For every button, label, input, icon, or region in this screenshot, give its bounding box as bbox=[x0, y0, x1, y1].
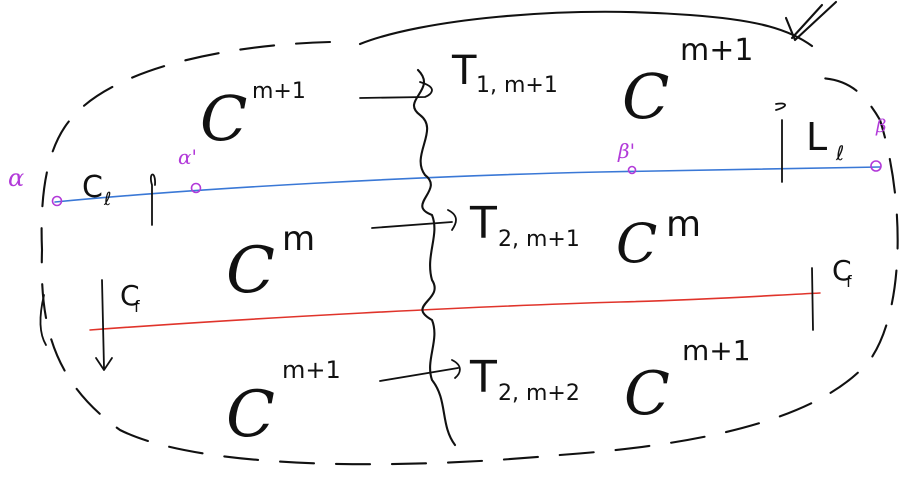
beta-dot bbox=[870, 160, 882, 172]
region-bot-right: C m+1 bbox=[624, 334, 751, 429]
ll-label: L ℓ bbox=[806, 115, 844, 165]
beta-prime-label: β' bbox=[617, 139, 635, 163]
svg-text:C: C bbox=[120, 279, 140, 312]
cf-right-tick bbox=[811, 267, 814, 331]
map-t2-mid: T 2, m+1 bbox=[469, 198, 580, 252]
boundary-top-arc bbox=[358, 10, 814, 48]
alpha-prime-dot bbox=[190, 182, 202, 194]
pointer-icon bbox=[784, 0, 838, 42]
wavy-separator bbox=[412, 68, 457, 447]
dashed-boundary bbox=[40, 40, 899, 466]
svg-text:m: m bbox=[282, 219, 315, 259]
cf-down-arrow bbox=[95, 279, 113, 371]
svg-text:m+1: m+1 bbox=[252, 79, 306, 104]
cf-left-label: C f bbox=[120, 279, 140, 316]
cf-right-label: C f bbox=[832, 254, 852, 291]
svg-text:2, m+1: 2, m+1 bbox=[498, 227, 580, 252]
arrow-top bbox=[359, 81, 433, 99]
svg-text:C: C bbox=[200, 82, 247, 155]
svg-text:T: T bbox=[469, 352, 497, 403]
boundary-dash-left bbox=[39, 294, 47, 346]
svg-text:C: C bbox=[226, 234, 275, 308]
svg-text:m+1: m+1 bbox=[680, 33, 753, 68]
beta-prime-dot bbox=[627, 165, 637, 175]
alpha-label: α bbox=[8, 164, 24, 192]
svg-text:C: C bbox=[616, 212, 657, 275]
svg-text:ℓ: ℓ bbox=[103, 189, 111, 210]
svg-text:m: m bbox=[666, 204, 701, 245]
red-line bbox=[89, 292, 821, 331]
region-top-left: C m+1 bbox=[200, 79, 306, 155]
beta-label: β bbox=[875, 116, 886, 137]
svg-text:T: T bbox=[451, 48, 477, 94]
svg-text:2, m+2: 2, m+2 bbox=[498, 381, 580, 406]
region-top-right: C m+1 bbox=[622, 33, 753, 133]
alpha-dot bbox=[51, 195, 63, 207]
region-mid-left: C m bbox=[226, 219, 315, 308]
region-bot-left: C m+1 bbox=[226, 356, 341, 452]
svg-text:C: C bbox=[832, 254, 852, 287]
svg-text:T: T bbox=[469, 198, 497, 249]
region-mid-right: C m bbox=[616, 204, 701, 275]
map-t1: T 1, m+1 bbox=[451, 48, 558, 98]
svg-text:L: L bbox=[806, 115, 827, 159]
svg-text:ℓ: ℓ bbox=[835, 141, 844, 165]
svg-text:C: C bbox=[82, 170, 103, 205]
cl-label: C ℓ bbox=[82, 170, 111, 210]
ll-up-arrow bbox=[775, 102, 786, 183]
cl-up-arrow bbox=[150, 173, 156, 226]
svg-text:C: C bbox=[624, 359, 670, 429]
svg-text:C: C bbox=[622, 60, 669, 133]
svg-text:m+1: m+1 bbox=[282, 356, 341, 384]
blue-line bbox=[54, 166, 881, 203]
svg-text:f: f bbox=[846, 272, 852, 291]
svg-text:C: C bbox=[226, 378, 275, 452]
alpha-prime-label: α' bbox=[178, 145, 197, 169]
svg-text:1, m+1: 1, m+1 bbox=[476, 73, 558, 98]
arrow-mid bbox=[371, 209, 457, 231]
svg-text:m+1: m+1 bbox=[682, 334, 751, 367]
purple-points bbox=[51, 160, 882, 207]
svg-text:f: f bbox=[134, 297, 140, 316]
map-t2-bot: T 2, m+2 bbox=[469, 352, 580, 406]
arrow-bot bbox=[379, 359, 461, 382]
